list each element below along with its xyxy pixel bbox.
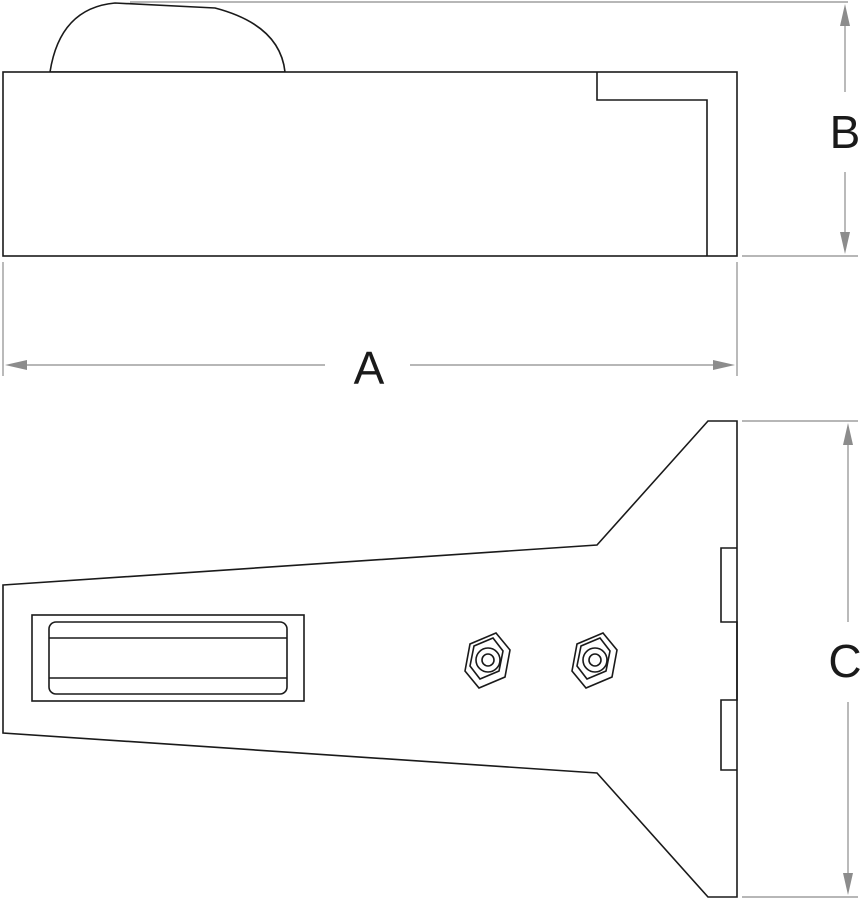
hex-nut-right-ring: [582, 647, 608, 673]
dimension-a-label: A: [354, 342, 385, 394]
hex-nut-left: [464, 632, 511, 689]
dimension-c-arrow-top: [843, 423, 853, 445]
handle-slot-insert: [48, 621, 288, 695]
side-view: [2, 2, 738, 257]
dimension-c-label: C: [828, 635, 861, 687]
dimension-c: C: [742, 420, 862, 898]
dimension-a-arrow-right: [713, 360, 735, 370]
dimension-b-arrow-bottom: [840, 232, 850, 254]
dimension-a: A: [2, 262, 738, 394]
hex-nut-left-ring: [475, 647, 501, 673]
top-view-outline: [2, 420, 738, 898]
side-view-lip: [596, 72, 708, 256]
hex-nut-left-outer: [464, 632, 511, 689]
dimension-c-arrow-bottom: [843, 873, 853, 895]
hex-nut-right-outer: [571, 632, 618, 689]
dimension-b-arrow-top: [840, 4, 850, 26]
hex-nut-right-hole: [588, 653, 602, 667]
dimension-a-arrow-left: [5, 360, 27, 370]
hex-nut-left-hole: [481, 653, 495, 667]
dimension-b: B: [130, 1, 861, 257]
dimension-b-label: B: [830, 106, 861, 158]
top-view: [2, 420, 738, 898]
side-view-dome: [49, 2, 286, 73]
hex-nut-left-inner: [469, 637, 504, 680]
handle-slot-frame: [31, 614, 305, 702]
hex-nut-right-inner: [576, 637, 611, 680]
hex-nut-right: [571, 632, 618, 689]
top-view-notches: [720, 547, 738, 771]
side-view-body: [2, 71, 738, 257]
